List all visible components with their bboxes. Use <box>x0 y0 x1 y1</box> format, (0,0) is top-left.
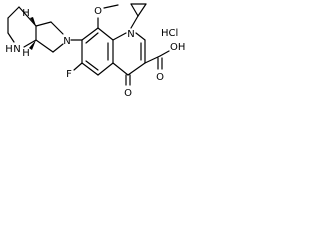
quinolone-n-label: N <box>127 29 134 40</box>
chemical-structure: N H H H N O N F O O OH HCl <box>5 3 185 99</box>
carboxyl-o-label: O <box>156 72 164 83</box>
atom-labels: N H H H N O N F O O OH HCl <box>5 6 185 99</box>
keto-o-label: O <box>124 88 132 99</box>
nh-hydrogen-label: H <box>5 44 13 55</box>
stereo-h-top: H <box>22 8 30 19</box>
fluorine-label: F <box>66 69 72 80</box>
stereo-h-bottom: H <box>22 48 30 59</box>
methoxy-o-label: O <box>94 6 102 17</box>
bonds <box>7 3 170 86</box>
nh-label: N <box>13 44 20 55</box>
hydroxyl-label: OH <box>170 42 185 53</box>
hcl-label: HCl <box>161 28 178 39</box>
stereo-wedges <box>29 17 36 50</box>
pyrrolidine-n-label: N <box>63 36 70 47</box>
